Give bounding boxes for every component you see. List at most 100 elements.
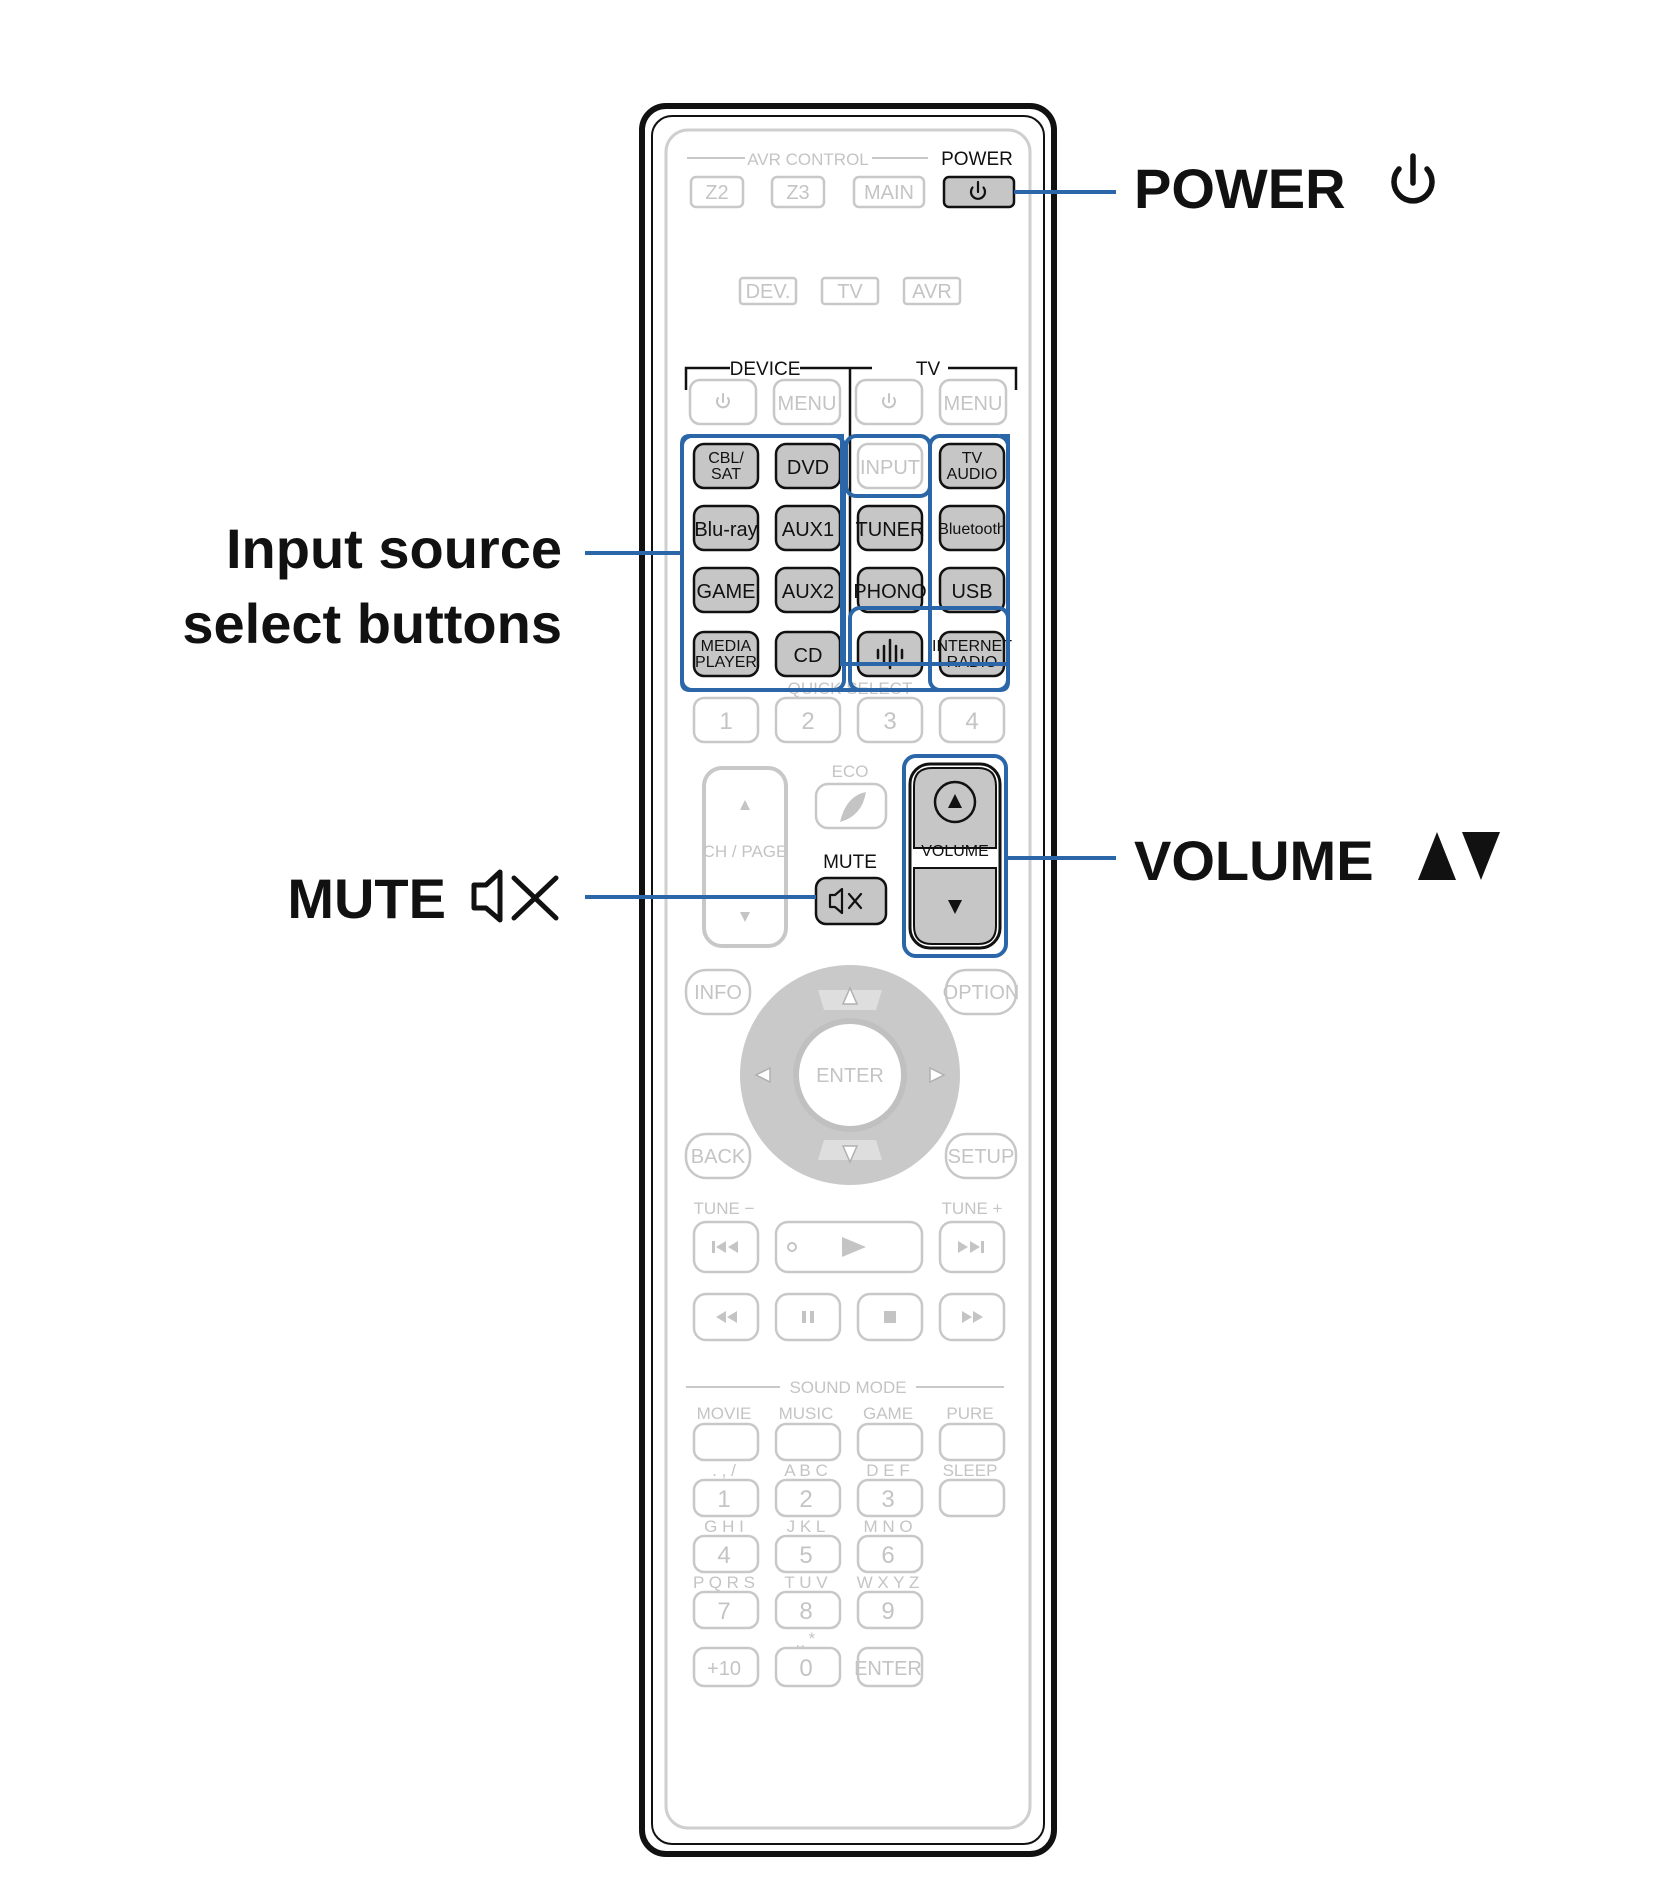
cursor-up-button[interactable] bbox=[818, 986, 882, 1010]
mute-button[interactable] bbox=[814, 876, 888, 926]
cursor-left-button[interactable] bbox=[754, 1066, 771, 1084]
zone3-button[interactable]: Z3 bbox=[770, 175, 826, 209]
aux2-button[interactable]: AUX2 bbox=[774, 566, 842, 614]
quick-select-1-button[interactable]: 1 bbox=[692, 696, 760, 744]
fast-forward-icon bbox=[962, 1311, 983, 1323]
pure-button[interactable] bbox=[938, 1422, 1006, 1462]
skip-back-button[interactable] bbox=[692, 1220, 760, 1274]
zone2-button[interactable]: Z2 bbox=[689, 175, 745, 209]
cursor-left-icon bbox=[754, 1066, 771, 1084]
power-callout: POWER bbox=[1134, 157, 1346, 220]
key-7-button[interactable]: 7 bbox=[692, 1590, 760, 1630]
key-2-button[interactable]: 2 bbox=[774, 1478, 842, 1518]
dev-mode-button[interactable]: DEV. bbox=[738, 276, 798, 306]
device-menu-button[interactable]: MENU bbox=[772, 378, 842, 426]
volume-down-button[interactable] bbox=[913, 867, 997, 945]
fast-forward-button[interactable] bbox=[938, 1292, 1006, 1342]
mode-row: DEV. TV AVR bbox=[738, 276, 962, 306]
tv-menu-button[interactable]: MENU bbox=[938, 378, 1008, 426]
skip-forward-button[interactable] bbox=[938, 1220, 1006, 1274]
svg-text:INPUT: INPUT bbox=[860, 457, 920, 479]
quick-select-2-button[interactable]: 2 bbox=[774, 696, 842, 744]
main-zone-button[interactable]: MAIN bbox=[852, 175, 926, 209]
power-button[interactable] bbox=[942, 175, 1016, 209]
input-callout-line2: select buttons bbox=[182, 592, 562, 655]
device-label: DEVICE bbox=[730, 359, 801, 380]
svg-text:ENTER: ENTER bbox=[854, 1658, 922, 1680]
setup-button[interactable]: SETUP bbox=[944, 1132, 1018, 1180]
svg-text:2: 2 bbox=[801, 708, 814, 735]
tv-audio-button[interactable]: TV AUDIO bbox=[938, 442, 1006, 490]
back-button[interactable]: BACK bbox=[684, 1132, 752, 1180]
tv-mode-button[interactable]: TV bbox=[820, 276, 880, 306]
key-5-button[interactable]: 5 bbox=[774, 1534, 842, 1574]
info-button[interactable]: INFO bbox=[684, 968, 752, 1016]
ch-page-rocker[interactable]: CH / PAGE bbox=[702, 766, 788, 948]
key-6-button[interactable]: 6 bbox=[856, 1534, 924, 1574]
plus10-button[interactable]: +10 bbox=[692, 1646, 760, 1688]
heos-music-button[interactable] bbox=[856, 630, 924, 678]
eco-button[interactable] bbox=[814, 782, 888, 830]
tune-plus-label: TUNE + bbox=[942, 1199, 1003, 1218]
tuner-button[interactable]: TUNER bbox=[856, 504, 925, 552]
key-0-button[interactable]: 0 bbox=[774, 1646, 842, 1688]
game-button[interactable]: GAME bbox=[692, 566, 760, 614]
svg-text:DVD: DVD bbox=[787, 457, 829, 479]
device-tv-section: DEVICE TV MENU MENU bbox=[684, 359, 1018, 664]
enter-button[interactable]: ENTER bbox=[793, 1018, 907, 1132]
directional-pad: ENTER bbox=[740, 965, 960, 1185]
svg-text:A B C: A B C bbox=[784, 1461, 827, 1480]
cd-button[interactable]: CD bbox=[774, 630, 842, 678]
stop-button[interactable] bbox=[856, 1292, 924, 1342]
keypad-enter-button[interactable]: ENTER bbox=[854, 1646, 924, 1688]
volume-callout: VOLUME bbox=[1134, 829, 1374, 892]
callout-labels: POWER Input source select buttons MUTE V… bbox=[182, 153, 1500, 930]
stop-icon bbox=[884, 1311, 896, 1323]
usb-button[interactable]: USB bbox=[938, 566, 1006, 614]
phono-button[interactable]: PHONO bbox=[853, 566, 927, 614]
rewind-button[interactable] bbox=[692, 1292, 760, 1342]
svg-text:1: 1 bbox=[717, 1486, 730, 1513]
skip-back-icon bbox=[712, 1241, 738, 1253]
cbl-sat-button[interactable]: CBL/ SAT bbox=[692, 442, 760, 490]
bluetooth-button[interactable]: Bluetooth bbox=[938, 504, 1006, 552]
svg-text:OPTION: OPTION bbox=[943, 982, 1020, 1004]
internet-radio-button[interactable]: INTERNET RADIO bbox=[932, 630, 1012, 678]
svg-text:8: 8 bbox=[799, 1598, 812, 1625]
play-button[interactable] bbox=[774, 1220, 924, 1274]
game-mode-button[interactable] bbox=[856, 1422, 924, 1462]
media-player-button[interactable]: MEDIA PLAYER bbox=[692, 630, 760, 678]
volume-up-button[interactable] bbox=[913, 767, 997, 849]
svg-text:G H I: G H I bbox=[704, 1517, 744, 1536]
svg-text:CBL/: CBL/ bbox=[708, 450, 744, 467]
bluray-button[interactable]: Blu-ray bbox=[692, 504, 760, 552]
sleep-button[interactable] bbox=[938, 1478, 1006, 1518]
tv-input-button[interactable]: INPUT bbox=[856, 442, 924, 490]
music-button[interactable] bbox=[774, 1422, 842, 1462]
svg-text:D E F: D E F bbox=[866, 1461, 909, 1480]
movie-label: MOVIE bbox=[697, 1404, 752, 1423]
pause-button[interactable] bbox=[774, 1292, 842, 1342]
avr-mode-button[interactable]: AVR bbox=[902, 276, 962, 306]
aux1-button[interactable]: AUX1 bbox=[774, 504, 842, 552]
dvd-button[interactable]: DVD bbox=[774, 442, 842, 490]
key-4-button[interactable]: 4 bbox=[692, 1534, 760, 1574]
key-1-button[interactable]: 1 bbox=[692, 1478, 760, 1518]
svg-text:J K L: J K L bbox=[787, 1517, 826, 1536]
option-button[interactable]: OPTION bbox=[943, 968, 1020, 1016]
quick-select-4-button[interactable]: 4 bbox=[938, 696, 1006, 744]
key-8-button[interactable]: 8 bbox=[774, 1590, 842, 1630]
device-power-button[interactable] bbox=[688, 378, 758, 426]
tune-minus-label: TUNE − bbox=[694, 1199, 755, 1218]
cursor-down-button[interactable] bbox=[818, 1140, 882, 1164]
movie-button[interactable] bbox=[692, 1422, 760, 1462]
cursor-right-button[interactable] bbox=[929, 1066, 946, 1084]
svg-text:4: 4 bbox=[717, 1542, 730, 1569]
tv-power-button[interactable] bbox=[854, 378, 924, 426]
key-9-button[interactable]: 9 bbox=[856, 1590, 924, 1630]
svg-text:CD: CD bbox=[794, 645, 823, 667]
quick-select-3-button[interactable]: 3 bbox=[856, 696, 924, 744]
svg-text:+10: +10 bbox=[707, 1658, 741, 1680]
svg-text:PHONO: PHONO bbox=[853, 581, 926, 603]
key-3-button[interactable]: 3 bbox=[856, 1478, 924, 1518]
